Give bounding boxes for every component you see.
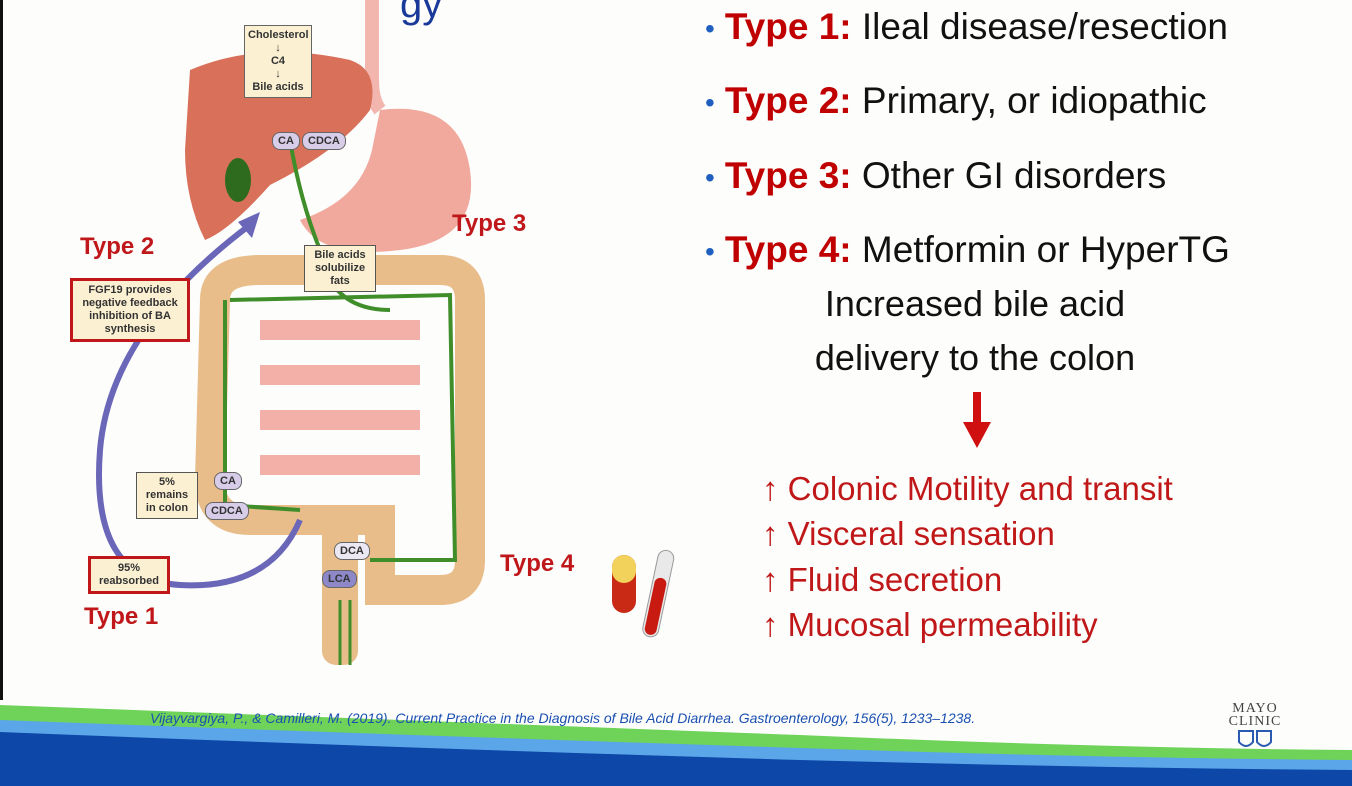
bile-acids-label: Bile acids — [252, 81, 304, 93]
pill-ca-colon: CA — [214, 472, 242, 490]
arrow-down-icon: ↓ — [275, 68, 281, 80]
arrow-down-icon: ↓ — [275, 42, 281, 54]
bullet-text: Other GI disorders — [861, 155, 1167, 196]
bullet-text: Primary, or idiopathic — [861, 80, 1207, 121]
stomach — [300, 108, 472, 252]
bullet-icon: • — [705, 87, 715, 119]
shield-logo-icon — [1238, 730, 1272, 747]
synthesis-box: Cholesterol ↓ C4 ↓ Bile acids — [244, 25, 312, 98]
pill-dca: DCA — [334, 542, 370, 560]
gallbladder — [225, 158, 251, 202]
effect-item: ↑ Visceral sensation — [762, 515, 1055, 552]
bullet-type: Type 4: — [724, 229, 852, 270]
window-edge — [0, 0, 3, 700]
bullet-type2: • Type 2: Primary, or idiopathic — [705, 80, 1207, 122]
bullet-type3: • Type 3: Other GI disorders — [705, 155, 1166, 197]
remains-box: 5% remains in colon — [136, 472, 198, 519]
bullet-type: Type 2: — [724, 80, 852, 121]
bullet-text: Metformin or HyperTG — [861, 229, 1230, 270]
bullet-icon: • — [705, 236, 715, 268]
effect-item: ↑ Colonic Motility and transit — [762, 470, 1173, 507]
bullet-type4: • Type 4: Metformin or HyperTG — [705, 229, 1230, 271]
bullet-type1: • Type 1: Ileal disease/resection — [705, 6, 1228, 48]
consequence-line2: delivery to the colon — [814, 337, 1136, 378]
pill-cdca: CDCA — [302, 132, 346, 150]
effect-item: ↑ Mucosal permeability — [762, 606, 1098, 643]
esophagus — [365, 0, 386, 115]
fgf19-box: FGF19 provides negative feedback inhibit… — [70, 278, 190, 342]
small-intestine — [260, 320, 420, 475]
bullet-icon: • — [705, 13, 715, 45]
pill-cdca-colon: CDCA — [205, 502, 249, 520]
arrow-down-icon — [963, 392, 991, 448]
type4-label: Type 4 — [500, 550, 575, 577]
pill-ca: CA — [272, 132, 300, 150]
capsule-icon — [612, 555, 636, 613]
arrow-head — [238, 212, 260, 238]
consequence-line1: Increased bile acid — [824, 283, 1126, 324]
reabsorbed-box: 95% reabsorbed — [88, 556, 170, 594]
cholesterol-label: Cholesterol — [248, 29, 309, 41]
c4-label: C4 — [270, 55, 286, 67]
citation: Vijayvargiya, P., & Camilleri, M. (2019)… — [150, 710, 976, 726]
bullet-type: Type 3: — [724, 155, 852, 196]
bullet-icon: • — [705, 162, 715, 194]
type3-label: Type 3 — [452, 210, 527, 237]
rectum-flow — [338, 600, 352, 665]
solubilize-box: Bile acids solubilize fats — [304, 245, 376, 292]
bullet-text: Ileal disease/resection — [861, 6, 1228, 47]
gi-tract-illustration — [96, 0, 675, 665]
footer-band — [0, 705, 1352, 786]
blood-tube-icon — [642, 549, 675, 638]
bullet-type: Type 1: — [724, 6, 852, 47]
type1-label: Type 1 — [84, 603, 159, 630]
pill-lca: LCA — [322, 570, 357, 588]
effect-item: ↑ Fluid secretion — [762, 561, 1003, 598]
type2-label: Type 2 — [80, 233, 155, 260]
slide-title-fragment: gy — [400, 0, 443, 26]
